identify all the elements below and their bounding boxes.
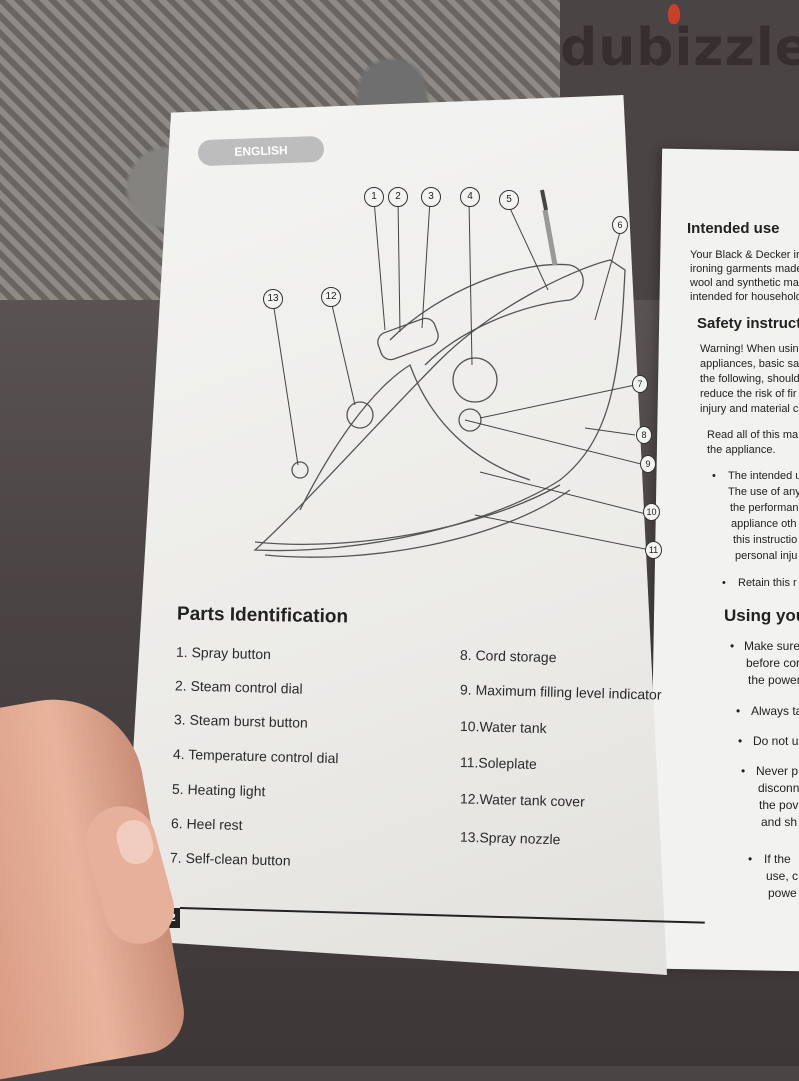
callout-1: 1: [364, 187, 384, 207]
self-clean-button: [458, 408, 482, 432]
bullet-line: this instructio: [733, 534, 798, 546]
cord-end: [540, 189, 548, 211]
bullet-line: The use of any: [728, 486, 799, 498]
bullet-dot: •: [712, 470, 716, 482]
intended-line: wool and synthetic mat: [690, 277, 799, 289]
bullet-line: the performan: [730, 502, 799, 514]
warning-line: injury and material c: [700, 403, 799, 415]
leader-line: [479, 471, 651, 516]
part-item: 10.Water tank: [459, 717, 547, 737]
warning-line: Warning! When usin: [700, 343, 799, 355]
bullet-line: and sh: [761, 815, 798, 829]
bullet-dot: •: [730, 639, 735, 653]
handle: [389, 263, 584, 366]
callout-3: 3: [421, 187, 441, 207]
bullet-line: Retain this r: [738, 577, 797, 589]
leader-line: [273, 307, 299, 466]
language-tab: ENGLISH: [197, 135, 325, 167]
soleplate-outline: [253, 259, 626, 552]
leader-line: [468, 199, 473, 366]
bullet-line: Make sure: [744, 639, 799, 653]
intended-line: Your Black & Decker iro: [690, 249, 799, 261]
bullet-dot: •: [722, 577, 726, 589]
warning-line: reduce the risk of fir: [700, 388, 797, 400]
water-tank-cover: [346, 401, 374, 429]
bullet-line: the power: [748, 673, 799, 687]
bullet-line: If the: [764, 852, 791, 866]
leader-line: [464, 419, 646, 466]
bullet-line: appliance oth: [731, 518, 797, 530]
part-item: 8. Cord storage: [459, 646, 557, 666]
part-item: 7. Self-clean button: [169, 849, 291, 869]
cord: [542, 209, 558, 266]
soleplate-base: [254, 484, 561, 546]
part-item: 5. Heating light: [171, 780, 266, 800]
leader-line: [507, 203, 549, 291]
leader-line: [594, 231, 621, 321]
read-line: Read all of this ma: [707, 429, 799, 441]
bullet-dot: •: [741, 764, 746, 778]
callout-6: 6: [612, 216, 628, 234]
bullet-line: before cor: [746, 656, 799, 670]
bullet-line: the pov: [759, 798, 799, 812]
bullet-line: The intended u: [728, 470, 799, 482]
callout-12: 12: [321, 287, 341, 307]
leader-line: [474, 514, 651, 551]
callout-2: 2: [388, 187, 408, 207]
leader-line: [479, 384, 636, 419]
bullet-dot: •: [738, 734, 743, 748]
leader-line: [331, 304, 356, 406]
temperature-dial: [452, 357, 498, 403]
soleplate-edge: [264, 489, 571, 558]
leader-line: [584, 427, 636, 436]
callout-9: 9: [640, 455, 656, 473]
bullet-line: powe: [768, 886, 797, 900]
intended-use-heading: Intended use: [687, 220, 780, 237]
read-line: the appliance.: [707, 444, 776, 456]
part-item: 13.Spray nozzle: [459, 828, 561, 848]
bullet-line: use, c: [766, 869, 799, 883]
water-tank: [299, 364, 531, 511]
part-item: 1. Spray button: [175, 643, 272, 663]
part-item: 6. Heel rest: [170, 815, 243, 833]
parts-identification-title: Parts Identification: [176, 603, 349, 628]
warning-line: appliances, basic saf: [700, 358, 799, 370]
steam-control: [377, 317, 439, 361]
callout-11: 11: [645, 541, 662, 559]
safety-heading: Safety instruct: [697, 315, 799, 332]
bullet-line: Always ta: [751, 704, 799, 718]
bullet-line: Never p: [756, 764, 799, 778]
callout-8: 8: [636, 426, 652, 444]
leader-line: [421, 199, 431, 329]
warning-line: the following, should: [700, 373, 799, 385]
callout-7: 7: [632, 375, 648, 393]
callout-10: 10: [643, 503, 660, 521]
callout-5: 5: [499, 190, 519, 210]
bullet-dot: •: [748, 852, 753, 866]
bullet-line: personal inju: [735, 550, 798, 562]
part-item: 12.Water tank cover: [459, 790, 585, 810]
part-item: 2. Steam control dial: [174, 677, 303, 697]
bullet-line: disconn: [758, 781, 799, 795]
leader-line: [397, 199, 401, 333]
spray-nozzle: [291, 461, 309, 479]
intended-line: intended for household: [690, 291, 799, 303]
leader-line: [373, 199, 386, 331]
bullet-dot: •: [736, 704, 741, 718]
watermark-logo: dubizzle: [560, 18, 799, 78]
flame-icon: [668, 4, 680, 24]
callout-13: 13: [263, 289, 283, 309]
bullet-line: Do not u: [753, 734, 799, 748]
intended-line: ironing garments made: [690, 263, 799, 275]
part-item: 11.Soleplate: [459, 753, 538, 773]
using-heading: Using you: [724, 606, 799, 625]
iron-diagram: [253, 189, 651, 558]
callout-4: 4: [460, 187, 480, 207]
